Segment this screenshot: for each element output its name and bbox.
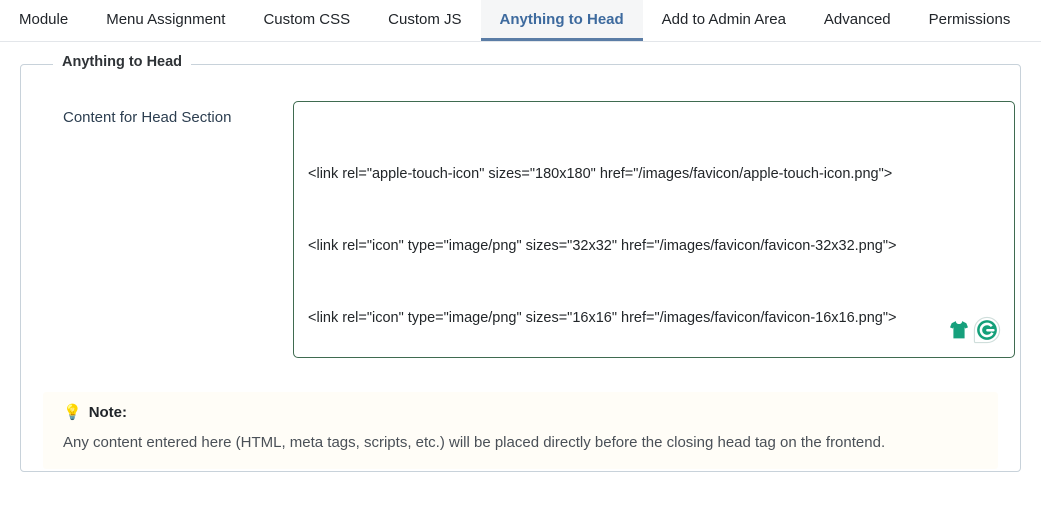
tab-permissions[interactable]: Permissions [910, 0, 1030, 41]
panel-wrapper: Anything to Head Content for Head Sectio… [0, 42, 1041, 472]
tab-label: Custom JS [388, 10, 462, 28]
tab-custom-css[interactable]: Custom CSS [244, 0, 369, 41]
editor-extension-badges [948, 316, 1001, 344]
tab-label: Add to Admin Area [661, 10, 786, 28]
anything-to-head-fieldset: Anything to Head Content for Head Sectio… [20, 55, 1021, 472]
tab-advanced[interactable]: Advanced [805, 0, 910, 41]
tab-label: Custom CSS [263, 10, 351, 28]
tab-bar: Module Menu Assignment Custom CSS Custom… [0, 0, 1041, 42]
tab-module[interactable]: Module [0, 0, 87, 41]
textarea-line: <link rel="icon" type="image/png" sizes=… [308, 310, 897, 326]
note-header: 💡 Note: [63, 404, 978, 421]
grammarly-icon[interactable] [973, 316, 1001, 344]
content-field-row: Content for Head Section <link rel="appl… [43, 87, 1015, 358]
lightbulb-icon: 💡 [63, 404, 82, 421]
textarea-wrapper: <link rel="apple-touch-icon" sizes="180x… [293, 101, 1015, 358]
tab-custom-js[interactable]: Custom JS [369, 0, 480, 41]
tshirt-icon[interactable] [948, 319, 970, 341]
fieldset-legend: Anything to Head [53, 55, 192, 70]
tab-anything-to-head[interactable]: Anything to Head [480, 0, 643, 41]
tab-label: Permissions [928, 10, 1011, 28]
textarea-line: <link rel="apple-touch-icon" sizes="180x… [308, 166, 893, 182]
tab-menu-assignment[interactable]: Menu Assignment [87, 0, 244, 41]
tab-label: Module [19, 10, 69, 28]
tab-label: Advanced [823, 10, 891, 28]
note-body-text: Any content entered here (HTML, meta tag… [63, 434, 886, 451]
content-field-label: Content for Head Section [63, 109, 232, 126]
tab-label: Anything to Head [499, 10, 624, 28]
note-box: 💡 Note: Any content entered here (HTML, … [43, 392, 998, 469]
tab-add-to-admin-area[interactable]: Add to Admin Area [643, 0, 805, 41]
note-title: Note: [88, 404, 128, 421]
head-content-textarea[interactable]: <link rel="apple-touch-icon" sizes="180x… [293, 101, 1015, 358]
textarea-line: <link rel="icon" type="image/png" sizes=… [308, 238, 897, 254]
tab-label: Menu Assignment [106, 10, 226, 28]
